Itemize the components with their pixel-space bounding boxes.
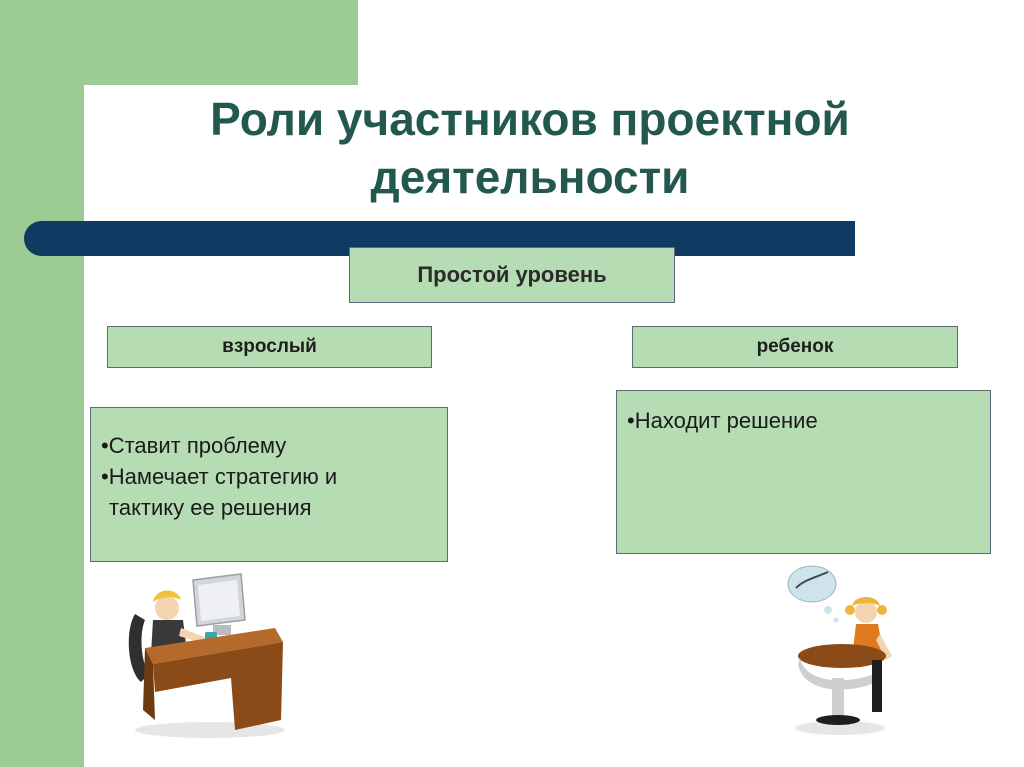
- adult-role-header: взрослый: [107, 326, 432, 368]
- level-label: Простой уровень: [417, 262, 607, 287]
- child-at-desk-illustration: [787, 565, 892, 735]
- adult-description-box: •Ставит проблему •Намечает стратегию и т…: [90, 407, 448, 562]
- child-bullet-1: •Находит решение: [627, 408, 818, 433]
- adult-bullet-1: •Ставит проблему: [101, 433, 287, 458]
- child-role-label: ребенок: [756, 336, 834, 357]
- adult-role-label: взрослый: [222, 336, 317, 357]
- slide-title-line-1: Роли участников проектной: [210, 93, 850, 145]
- child-role-header: ребенок: [632, 326, 958, 368]
- adult-at-computer-illustration: [128, 573, 285, 738]
- slide-title: Роли участников проектной деятельности: [120, 90, 940, 206]
- adult-bullet-2-continuation: тактику ее решения: [109, 495, 312, 520]
- left-green-band: [0, 0, 84, 767]
- adult-bullet-2: •Намечает стратегию и: [101, 464, 338, 489]
- slide-title-line-2: деятельности: [370, 151, 690, 203]
- rounded-white-corner: [84, 85, 384, 225]
- top-green-band: [84, 0, 358, 85]
- child-description-box: •Находит решение: [616, 390, 991, 554]
- level-box: Простой уровень: [349, 247, 675, 303]
